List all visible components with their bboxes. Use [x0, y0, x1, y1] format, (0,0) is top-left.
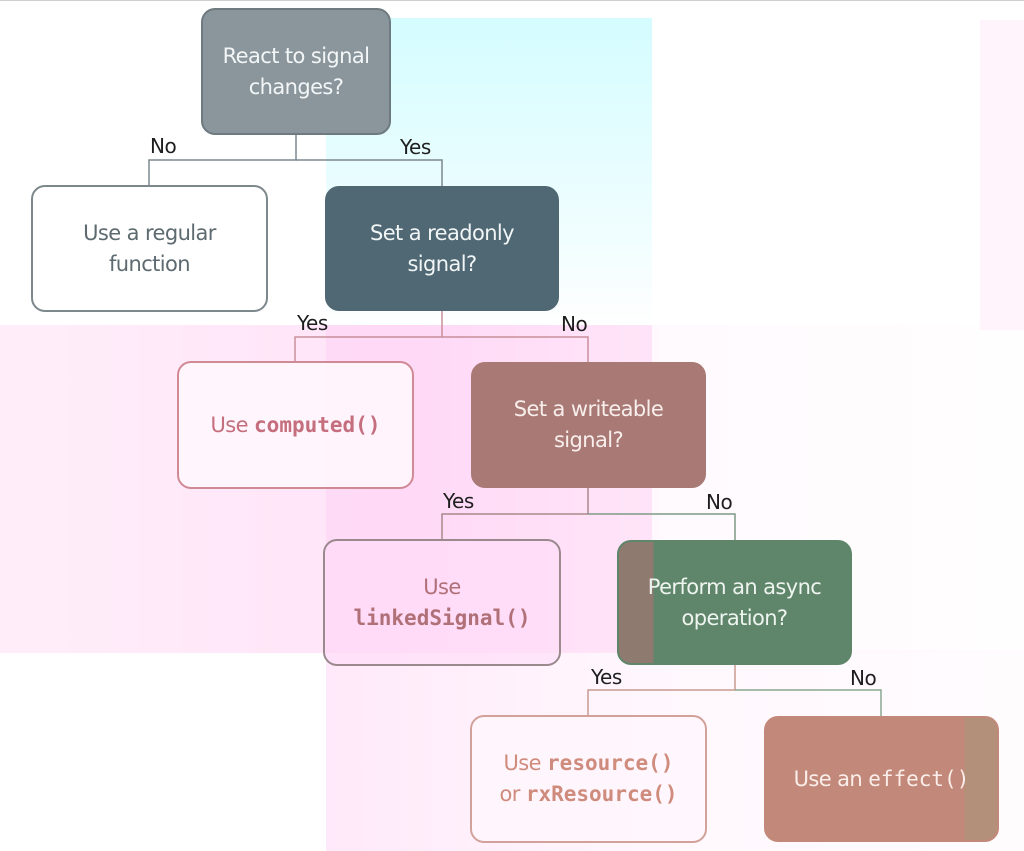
edge-label-yes: Yes: [443, 489, 474, 513]
node-text: Use: [503, 751, 548, 775]
edge-label-yes: Yes: [297, 311, 328, 335]
node-code: rxResource(): [525, 782, 678, 806]
edge-label-yes: Yes: [591, 665, 622, 689]
decision-node-set-readonly-signal: Set a readonly signal?: [325, 186, 559, 311]
edge-q3-r3: [441, 488, 589, 539]
edge-q2-q3: [442, 336, 589, 362]
decision-node-react-to-signal-changes: React to signal changes?: [201, 8, 391, 135]
edge-label-yes: Yes: [400, 135, 431, 159]
edge-q1-r1: [148, 135, 297, 185]
edge-label-no: No: [150, 134, 177, 158]
node-text: or: [499, 782, 526, 806]
edge-q1-q2: [296, 159, 443, 186]
result-node-regular-function: Use a regular function: [31, 185, 268, 312]
node-code: linkedSignal(): [353, 605, 531, 630]
edge-q2-r2: [294, 311, 443, 361]
node-code: resource(): [547, 751, 674, 775]
node-text: Set a readonly: [369, 220, 515, 245]
node-text: signal?: [407, 251, 477, 276]
node-text: Use a regular: [83, 220, 216, 245]
node-text: Use: [210, 412, 255, 437]
edge-q4-r4: [587, 665, 736, 715]
node-text: function: [109, 251, 191, 276]
node-text: signal?: [553, 428, 624, 452]
node-text: React to signal: [222, 43, 370, 68]
result-node-computed: Use computed(): [177, 361, 414, 489]
node-text: changes?: [248, 74, 344, 99]
edge-label-no: No: [850, 666, 877, 690]
edge-q3-q4: [588, 513, 736, 540]
node-text: Set a writeable: [513, 397, 664, 421]
node-text: Use: [423, 574, 461, 599]
result-node-resource: Use resource() or rxResource(): [470, 715, 707, 843]
node-text: Use an: [793, 766, 869, 791]
node-code: effect(): [868, 766, 970, 791]
node-text: Perform an async: [647, 574, 822, 599]
edge-q4-r5: [735, 689, 882, 716]
top-border-line: [0, 0, 1024, 1]
node-code: computed(): [254, 412, 381, 437]
node-text: operation?: [681, 605, 789, 630]
result-node-linked-signal: Use linkedSignal(): [323, 539, 561, 666]
decision-node-set-writeable-signal: Set a writeable signal?: [471, 362, 706, 488]
edge-label-no: No: [706, 490, 733, 514]
decision-node-perform-async-operation: Perform an async operation?: [617, 540, 852, 665]
result-node-effect: Use an effect(): [764, 716, 999, 842]
edge-label-no: No: [561, 312, 588, 336]
